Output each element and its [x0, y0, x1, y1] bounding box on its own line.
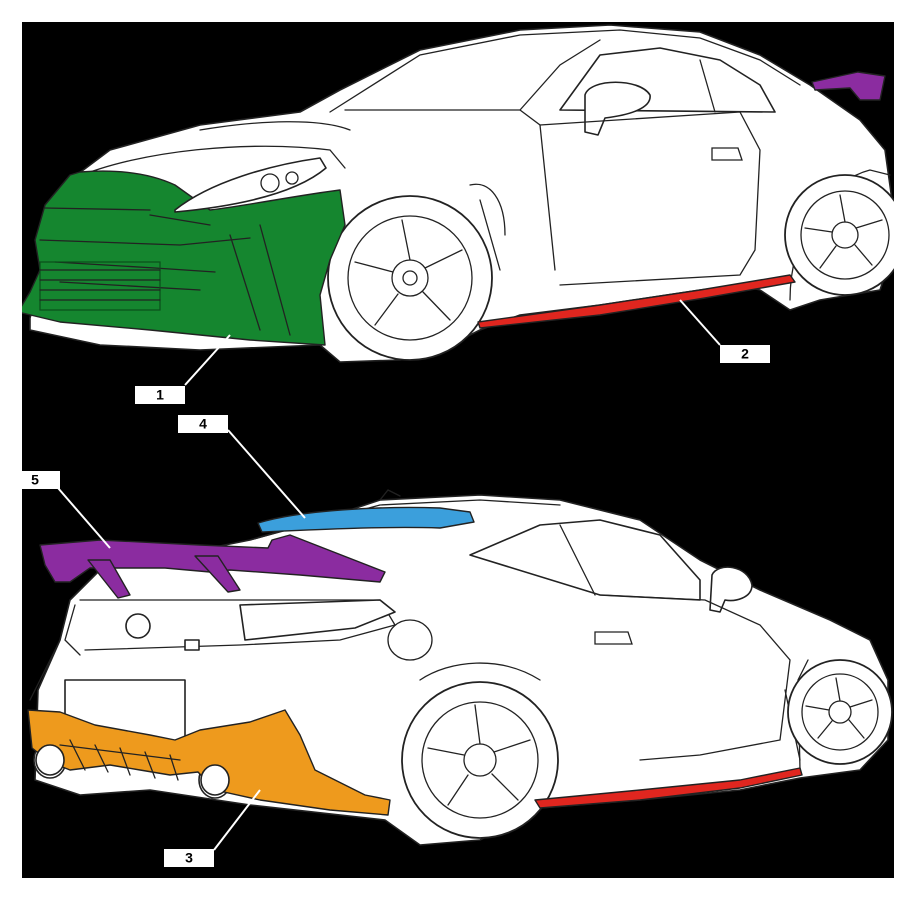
part-5-rear-wing [39, 534, 386, 599]
part-2-side-skirt [477, 274, 796, 329]
bottom-car [27, 489, 893, 846]
part-2-side-skirt-rear-view [534, 767, 803, 809]
diagram-canvas: 1 2 4 5 3 [22, 22, 894, 878]
label-2-box [720, 345, 770, 363]
top-rear-wing-tip [811, 71, 886, 101]
part-4-roof-spoiler [257, 506, 475, 533]
tail-light [239, 599, 396, 641]
top-front-wheel [327, 195, 493, 361]
top-headlight [174, 157, 327, 213]
label-5-box [22, 471, 60, 489]
part-3-rear-diffuser [27, 709, 391, 816]
label-5: 5 [31, 472, 39, 488]
callouts: 1 2 4 5 3 [22, 299, 770, 867]
top-rear-wheel [784, 174, 894, 296]
part-1-front-bumper [22, 170, 346, 346]
label-1: 1 [156, 387, 164, 403]
bottom-front-wheel [787, 659, 893, 765]
label-4-box [178, 415, 228, 433]
label-2: 2 [741, 346, 749, 362]
top-mirror [584, 81, 651, 136]
label-4: 4 [199, 416, 207, 432]
bottom-mirror [709, 566, 753, 613]
aero-parts-diagram: 1 2 4 5 3 [22, 24, 894, 867]
top-car [22, 24, 894, 363]
label-3-box [164, 849, 214, 867]
bottom-rear-wheel [401, 681, 559, 839]
label-3: 3 [185, 850, 193, 866]
label-1-box [135, 386, 185, 404]
